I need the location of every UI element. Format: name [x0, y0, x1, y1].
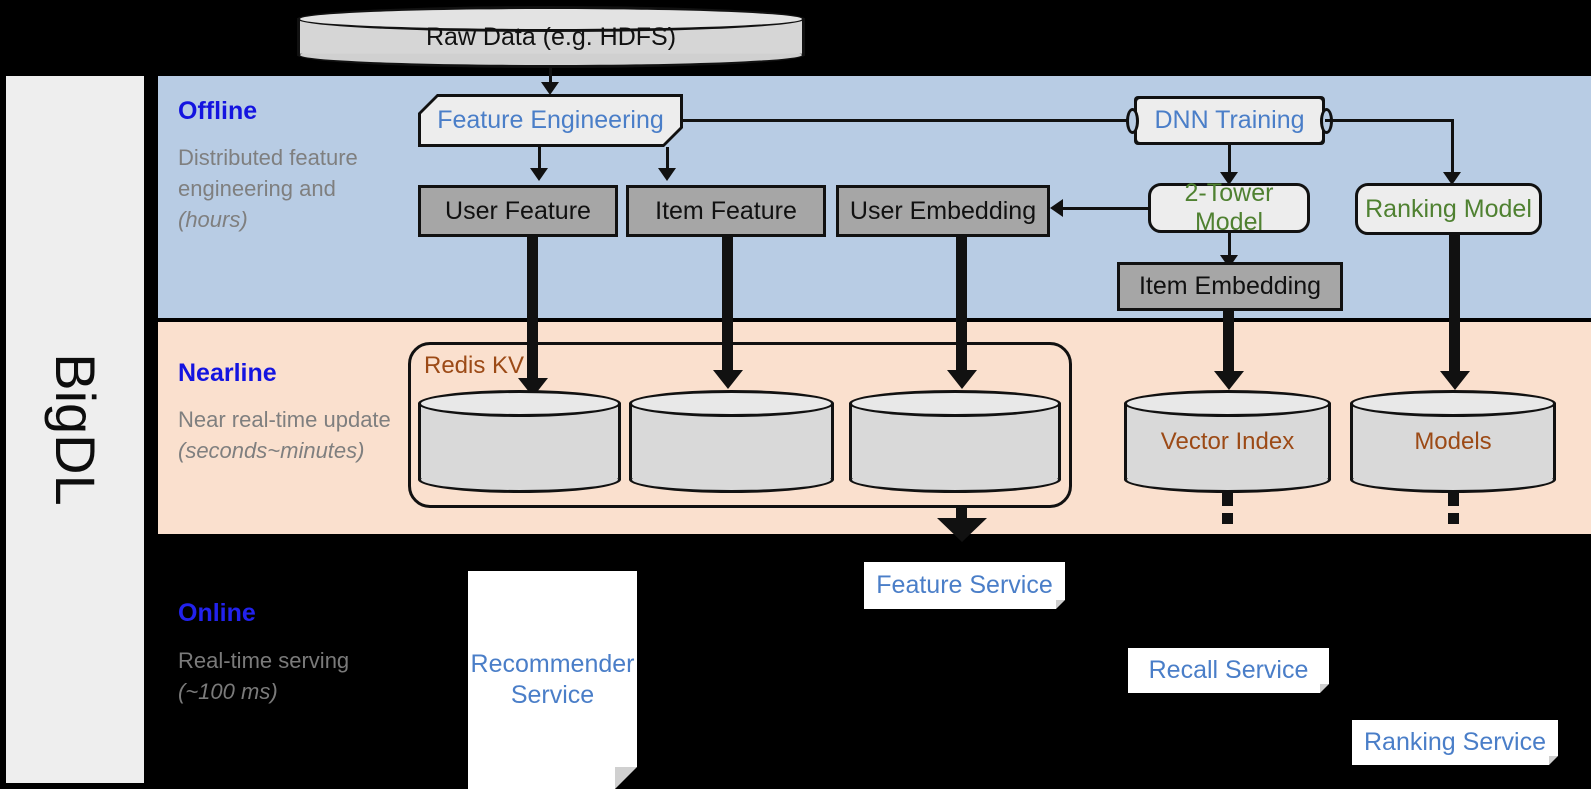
arrowhead-dnn-ranking — [1443, 172, 1461, 185]
two-tower-model-label: 2-Tower Model — [1184, 179, 1274, 236]
connector-fe-itemfeature — [666, 147, 669, 173]
models-label: Models — [1414, 427, 1492, 455]
band-subtitle-offline: Distributed feature engineering and (hou… — [178, 142, 388, 235]
kv-cylinder-3 — [849, 390, 1061, 493]
arrowhead-fe-itemfeature — [658, 168, 676, 181]
pipe-itemembedding-vectorindex — [1223, 311, 1234, 379]
connector-2tower-userembedding — [1063, 207, 1151, 210]
feature-service-doc[interactable]: Feature Service — [864, 562, 1065, 609]
vector-index-label: Vector Index — [1160, 427, 1295, 455]
cylinder-top — [297, 6, 805, 32]
band-subtitle-nearline: Near real-time update (seconds~minutes) — [178, 404, 418, 466]
item-embedding-label: Item Embedding — [1138, 272, 1322, 301]
fe-fill: Feature Engineering — [421, 97, 680, 144]
cylinder-top — [849, 390, 1061, 417]
arrowhead-itemfeature-kv — [713, 370, 743, 389]
arrowhead-rankingmodel-models — [1440, 371, 1470, 390]
connector-dnn-ranking-h — [1325, 119, 1454, 122]
raw-data-database: Raw Data (e.g. HDFS) — [297, 6, 805, 68]
connector-dnn-2tower — [1228, 145, 1231, 177]
recommender-service-doc[interactable]: Recommender Service — [468, 571, 637, 789]
document-fold-icon — [1320, 684, 1329, 693]
item-feature-label: Item Feature — [655, 196, 797, 225]
pipe-rankingmodel-models — [1449, 235, 1460, 379]
ranking-service-doc[interactable]: Ranking Service — [1352, 720, 1558, 765]
models-cylinder[interactable]: Models — [1350, 390, 1556, 493]
connector-rawdata-fe — [549, 68, 552, 88]
feature-engineering-label: Feature Engineering — [437, 106, 664, 134]
connector-2tower-itemembedding — [1228, 233, 1231, 260]
bigdl-rail: BigDL — [6, 76, 144, 783]
dnn-training-node[interactable]: DNN Training — [1126, 96, 1333, 145]
band-title-online: Online — [178, 599, 256, 627]
cylinder-top — [629, 390, 834, 417]
cylinder-top — [1124, 390, 1331, 417]
feature-service-text: Feature Service — [876, 570, 1053, 599]
arrowhead-fe-userfeature — [530, 168, 548, 181]
user-feature-label: User Feature — [445, 196, 591, 225]
feature-engineering-node[interactable]: Feature Engineering — [418, 94, 683, 147]
arrowhead-redis-featureservice — [937, 518, 987, 542]
arrowhead-userembedding-kv — [947, 370, 977, 389]
connector-dnn-ranking-v — [1451, 119, 1454, 177]
dash-models-1 — [1448, 492, 1459, 506]
dnn-notch-left — [1126, 107, 1139, 134]
dash-redis-featureservice — [956, 506, 967, 520]
arrowhead-itemembedding-vectorindex — [1214, 371, 1244, 390]
arrowhead-dnn-2tower — [1220, 172, 1238, 185]
user-feature-box[interactable]: User Feature — [418, 185, 618, 237]
recall-service-doc[interactable]: Recall Service — [1128, 648, 1329, 693]
online-sub-italic: (~100 ms) — [178, 679, 278, 704]
ranking-model-box[interactable]: Ranking Model — [1355, 183, 1542, 235]
vector-index-cylinder[interactable]: Vector Index — [1124, 390, 1331, 493]
document-fold-icon — [1549, 756, 1558, 765]
recommender-service-line2: Service — [510, 681, 595, 709]
dnn-training-label: DNN Training — [1154, 106, 1305, 134]
user-embedding-label: User Embedding — [849, 196, 1037, 225]
dnn-fill: DNN Training — [1137, 99, 1322, 142]
arrowhead-rawdata-fe — [541, 82, 559, 95]
pipe-itemfeature-kv — [722, 237, 733, 381]
kv-cylinder-1 — [418, 390, 621, 493]
recall-service-text: Recall Service — [1148, 655, 1309, 684]
recommender-service-text: Recommender Service — [468, 571, 637, 789]
offline-sub-text: Distributed feature engineering and — [178, 145, 358, 201]
redis-kv-container — [408, 342, 1072, 508]
band-title-nearline: Nearline — [178, 359, 277, 387]
ranking-model-label: Ranking Model — [1365, 194, 1532, 223]
document-fold-icon — [615, 767, 637, 789]
nearline-sub-text: Near real-time update — [178, 407, 391, 432]
band-title-offline: Offline — [178, 97, 258, 125]
connector-fe-dnn — [683, 119, 1143, 122]
pipe-userembedding-kv — [956, 237, 967, 381]
two-tower-model-box[interactable]: 2-Tower Model — [1148, 179, 1310, 236]
cylinder-top — [418, 390, 621, 417]
document-fold-icon — [1056, 600, 1065, 609]
bigdl-label: BigDL — [43, 353, 107, 506]
redis-kv-label: Redis KV — [424, 352, 525, 379]
kv-cylinder-2 — [629, 390, 834, 493]
band-subtitle-online: Real-time serving (~100 ms) — [178, 645, 398, 707]
online-sub-text: Real-time serving — [178, 648, 350, 673]
cylinder-top — [1350, 390, 1556, 417]
pipe-userfeature-kv — [527, 237, 538, 389]
offline-sub-italic: (hours) — [178, 207, 248, 232]
item-embedding-box[interactable]: Item Embedding — [1117, 262, 1343, 311]
user-embedding-box[interactable]: User Embedding — [836, 185, 1050, 237]
raw-data-label: Raw Data (e.g. HDFS) — [425, 22, 677, 51]
dash-models-2 — [1448, 513, 1459, 524]
nearline-sub-italic: (seconds~minutes) — [178, 438, 365, 463]
item-feature-box[interactable]: Item Feature — [626, 185, 826, 237]
arrowhead-2tower-userembedding — [1050, 199, 1063, 217]
dash-vectorindex-2 — [1222, 513, 1233, 524]
dash-vectorindex-1 — [1222, 492, 1233, 506]
connector-fe-userfeature — [538, 147, 541, 173]
ranking-service-text: Ranking Service — [1363, 727, 1547, 756]
recommender-service-line1: Recommender — [470, 649, 635, 678]
